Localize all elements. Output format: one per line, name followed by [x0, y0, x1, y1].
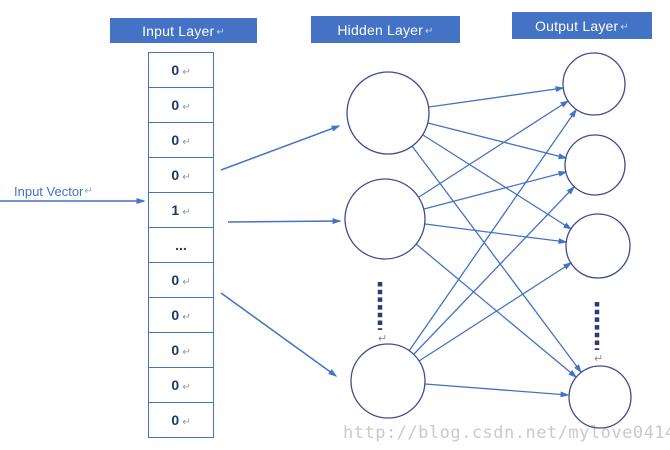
- input-cell-0: 0↵: [149, 53, 213, 87]
- connection-arrow: [424, 223, 568, 245]
- cell-value: 0: [171, 97, 180, 113]
- output-layer-header: Output Layer ↵: [512, 12, 652, 39]
- return-mark: ↵: [182, 276, 191, 288]
- output-node: [564, 134, 626, 196]
- input-cell-6: 0↵: [149, 262, 213, 297]
- input-cell-2: 0↵: [149, 122, 213, 157]
- input-vector-column: 0↵ 0↵ 0↵ 0↵ 1↵ ... 0↵ 0↵ 0↵ 0↵ 0↵: [148, 52, 214, 438]
- connection-arrow: [408, 108, 577, 352]
- cell-value: ...: [175, 237, 187, 253]
- return-mark: ↵: [620, 21, 629, 33]
- input-cell-1: 0↵: [149, 87, 213, 122]
- return-mark: ↵: [182, 381, 191, 393]
- return-mark: ↵: [182, 66, 191, 78]
- hidden-layer-header-label: Hidden Layer: [337, 21, 424, 38]
- cell-value: 0: [171, 307, 180, 323]
- cell-value: 0: [171, 167, 180, 183]
- connection-arrow: [422, 134, 573, 230]
- input-cell-4: 1↵: [149, 192, 213, 227]
- return-mark: ↵: [378, 333, 387, 345]
- return-mark: ↵: [216, 26, 225, 38]
- cell-value: 1: [171, 202, 180, 218]
- output-node: [568, 365, 632, 429]
- return-mark: ↵: [182, 346, 191, 358]
- return-mark: ↵: [594, 353, 603, 365]
- input-cell-3: 0↵: [149, 157, 213, 192]
- output-layer-header-label: Output Layer: [535, 17, 619, 34]
- hidden-layer-nodes: [344, 71, 430, 419]
- output-node: [562, 52, 626, 116]
- return-mark: ↵: [182, 311, 191, 323]
- connection-arrow: [220, 125, 341, 171]
- input-cell-5: ...: [149, 227, 213, 262]
- connection-arrow: [423, 170, 568, 210]
- return-mark: ↵: [182, 101, 191, 113]
- cell-value: 0: [171, 377, 180, 393]
- return-mark: ↵: [182, 206, 191, 218]
- connection-arrow: [413, 185, 576, 355]
- return-mark: ↵: [425, 25, 434, 37]
- connection-arrow: [411, 145, 582, 374]
- output-layer-nodes: [562, 52, 632, 429]
- return-mark: ↵: [182, 416, 191, 428]
- hidden-to-output-arrows: [408, 86, 582, 398]
- cell-value: 0: [171, 272, 180, 288]
- input-layer-header: Input Layer ↵: [110, 18, 257, 43]
- cell-value: 0: [171, 132, 180, 148]
- watermark-text: http://blog.csdn.net/mylove0414: [343, 423, 670, 443]
- hidden-node: [344, 178, 426, 260]
- input-cell-7: 0↵: [149, 297, 213, 332]
- input-cell-9: 0↵: [149, 367, 213, 402]
- hidden-node: [346, 71, 430, 155]
- connection-arrow: [418, 100, 570, 198]
- hidden-node: [350, 343, 426, 419]
- hidden-layer-header: Hidden Layer ↵: [311, 16, 460, 43]
- output-node: [565, 213, 631, 279]
- input-layer-header-label: Input Layer: [142, 22, 215, 39]
- input-cell-10: 0↵: [149, 402, 213, 437]
- return-mark: ↵: [84, 186, 93, 197]
- connection-arrow: [428, 86, 565, 108]
- cell-value: 0: [171, 342, 180, 358]
- connection-arrow: [220, 292, 338, 377]
- input-to-hidden-arrows: [220, 125, 342, 377]
- input-vector-label-text: Input Vector: [14, 184, 84, 199]
- connection-arrow: [427, 122, 568, 160]
- input-vector-label: Input Vector ↵: [14, 184, 93, 199]
- connection-arrow: [415, 243, 578, 378]
- return-mark: ↵: [182, 136, 191, 148]
- cell-value: 0: [171, 412, 180, 428]
- return-mark: ↵: [182, 171, 191, 183]
- connection-arrow: [418, 262, 573, 362]
- connection-arrow: [227, 218, 342, 225]
- cell-value: 0: [171, 62, 180, 78]
- connection-arrow: [424, 383, 570, 398]
- input-cell-8: 0↵: [149, 332, 213, 367]
